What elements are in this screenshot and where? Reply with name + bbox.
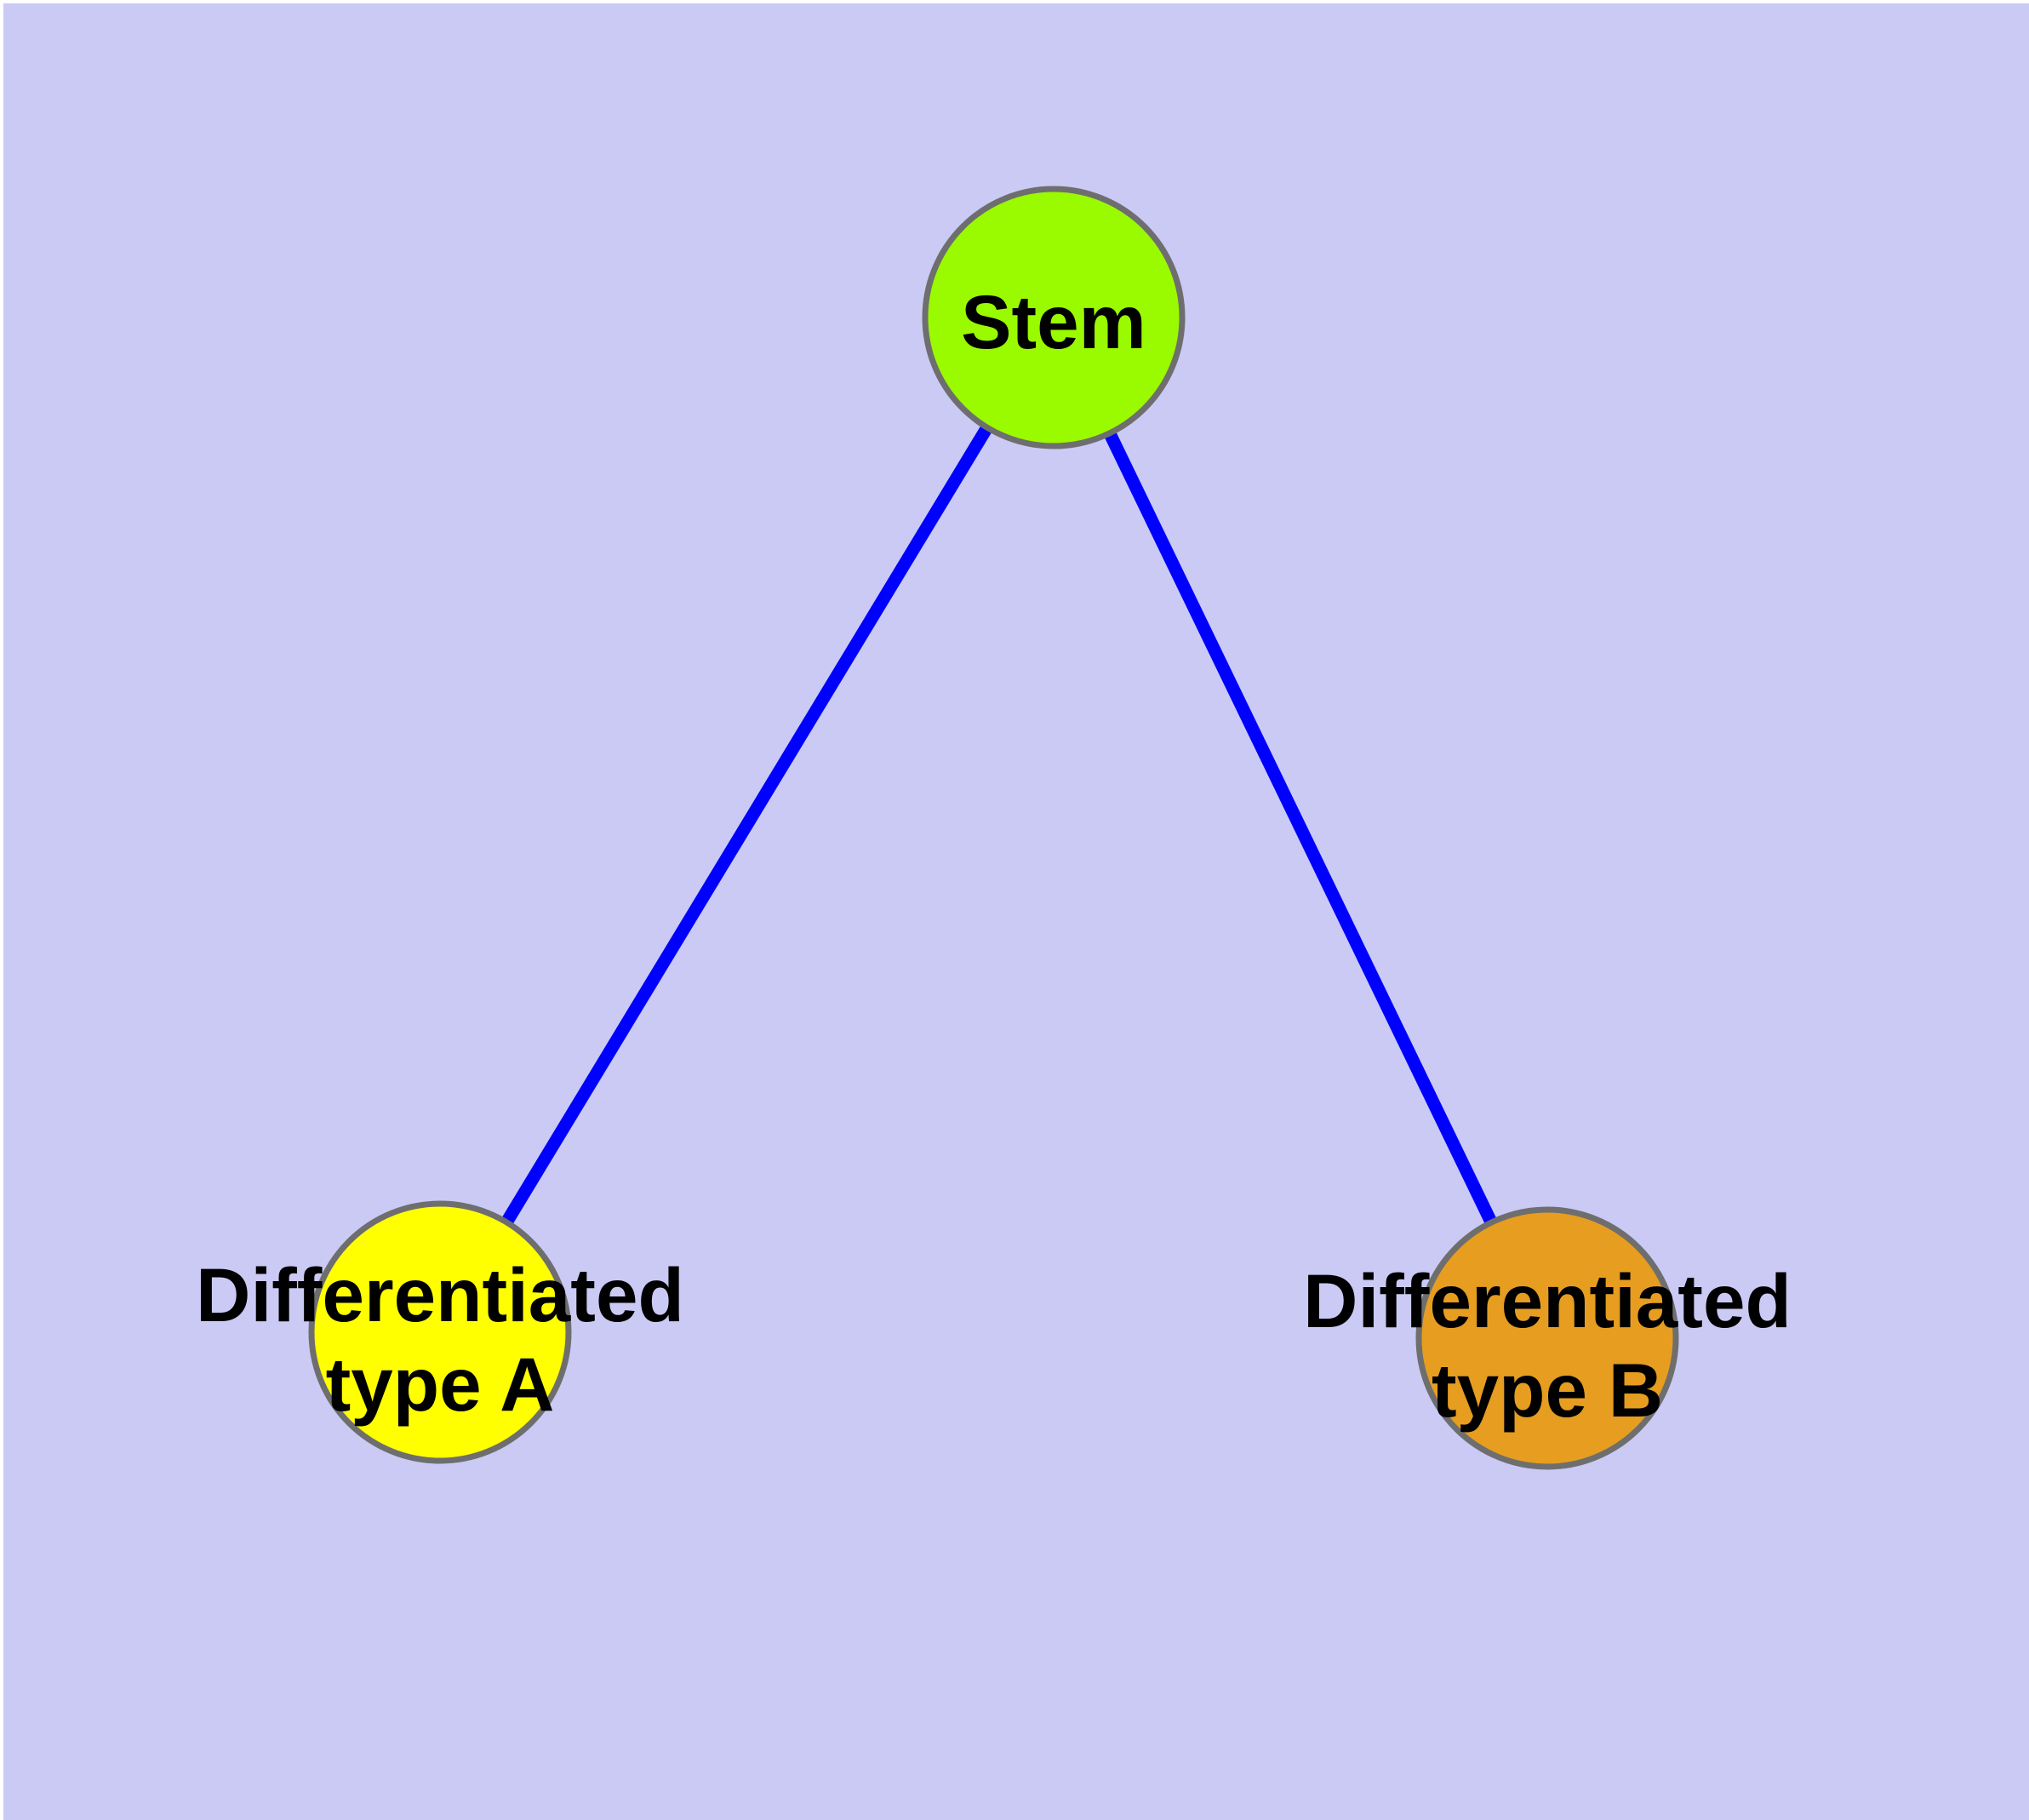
node-type-a-label-line2: type A — [326, 1342, 555, 1427]
node-type-a-label-line1: Differentiated — [196, 1252, 684, 1337]
node-type-a — [308, 1200, 572, 1464]
node-type-b-label-line2: type B — [1432, 1348, 1663, 1433]
node-stem — [922, 186, 1186, 449]
edge-stem-to-type-b — [1048, 314, 1553, 1342]
node-type-b — [1415, 1206, 1679, 1470]
node-type-b-label-line1: Differentiated — [1303, 1258, 1792, 1343]
node-stem-label: Stem — [961, 279, 1146, 364]
edge-stem-to-type-a — [434, 314, 1060, 1336]
